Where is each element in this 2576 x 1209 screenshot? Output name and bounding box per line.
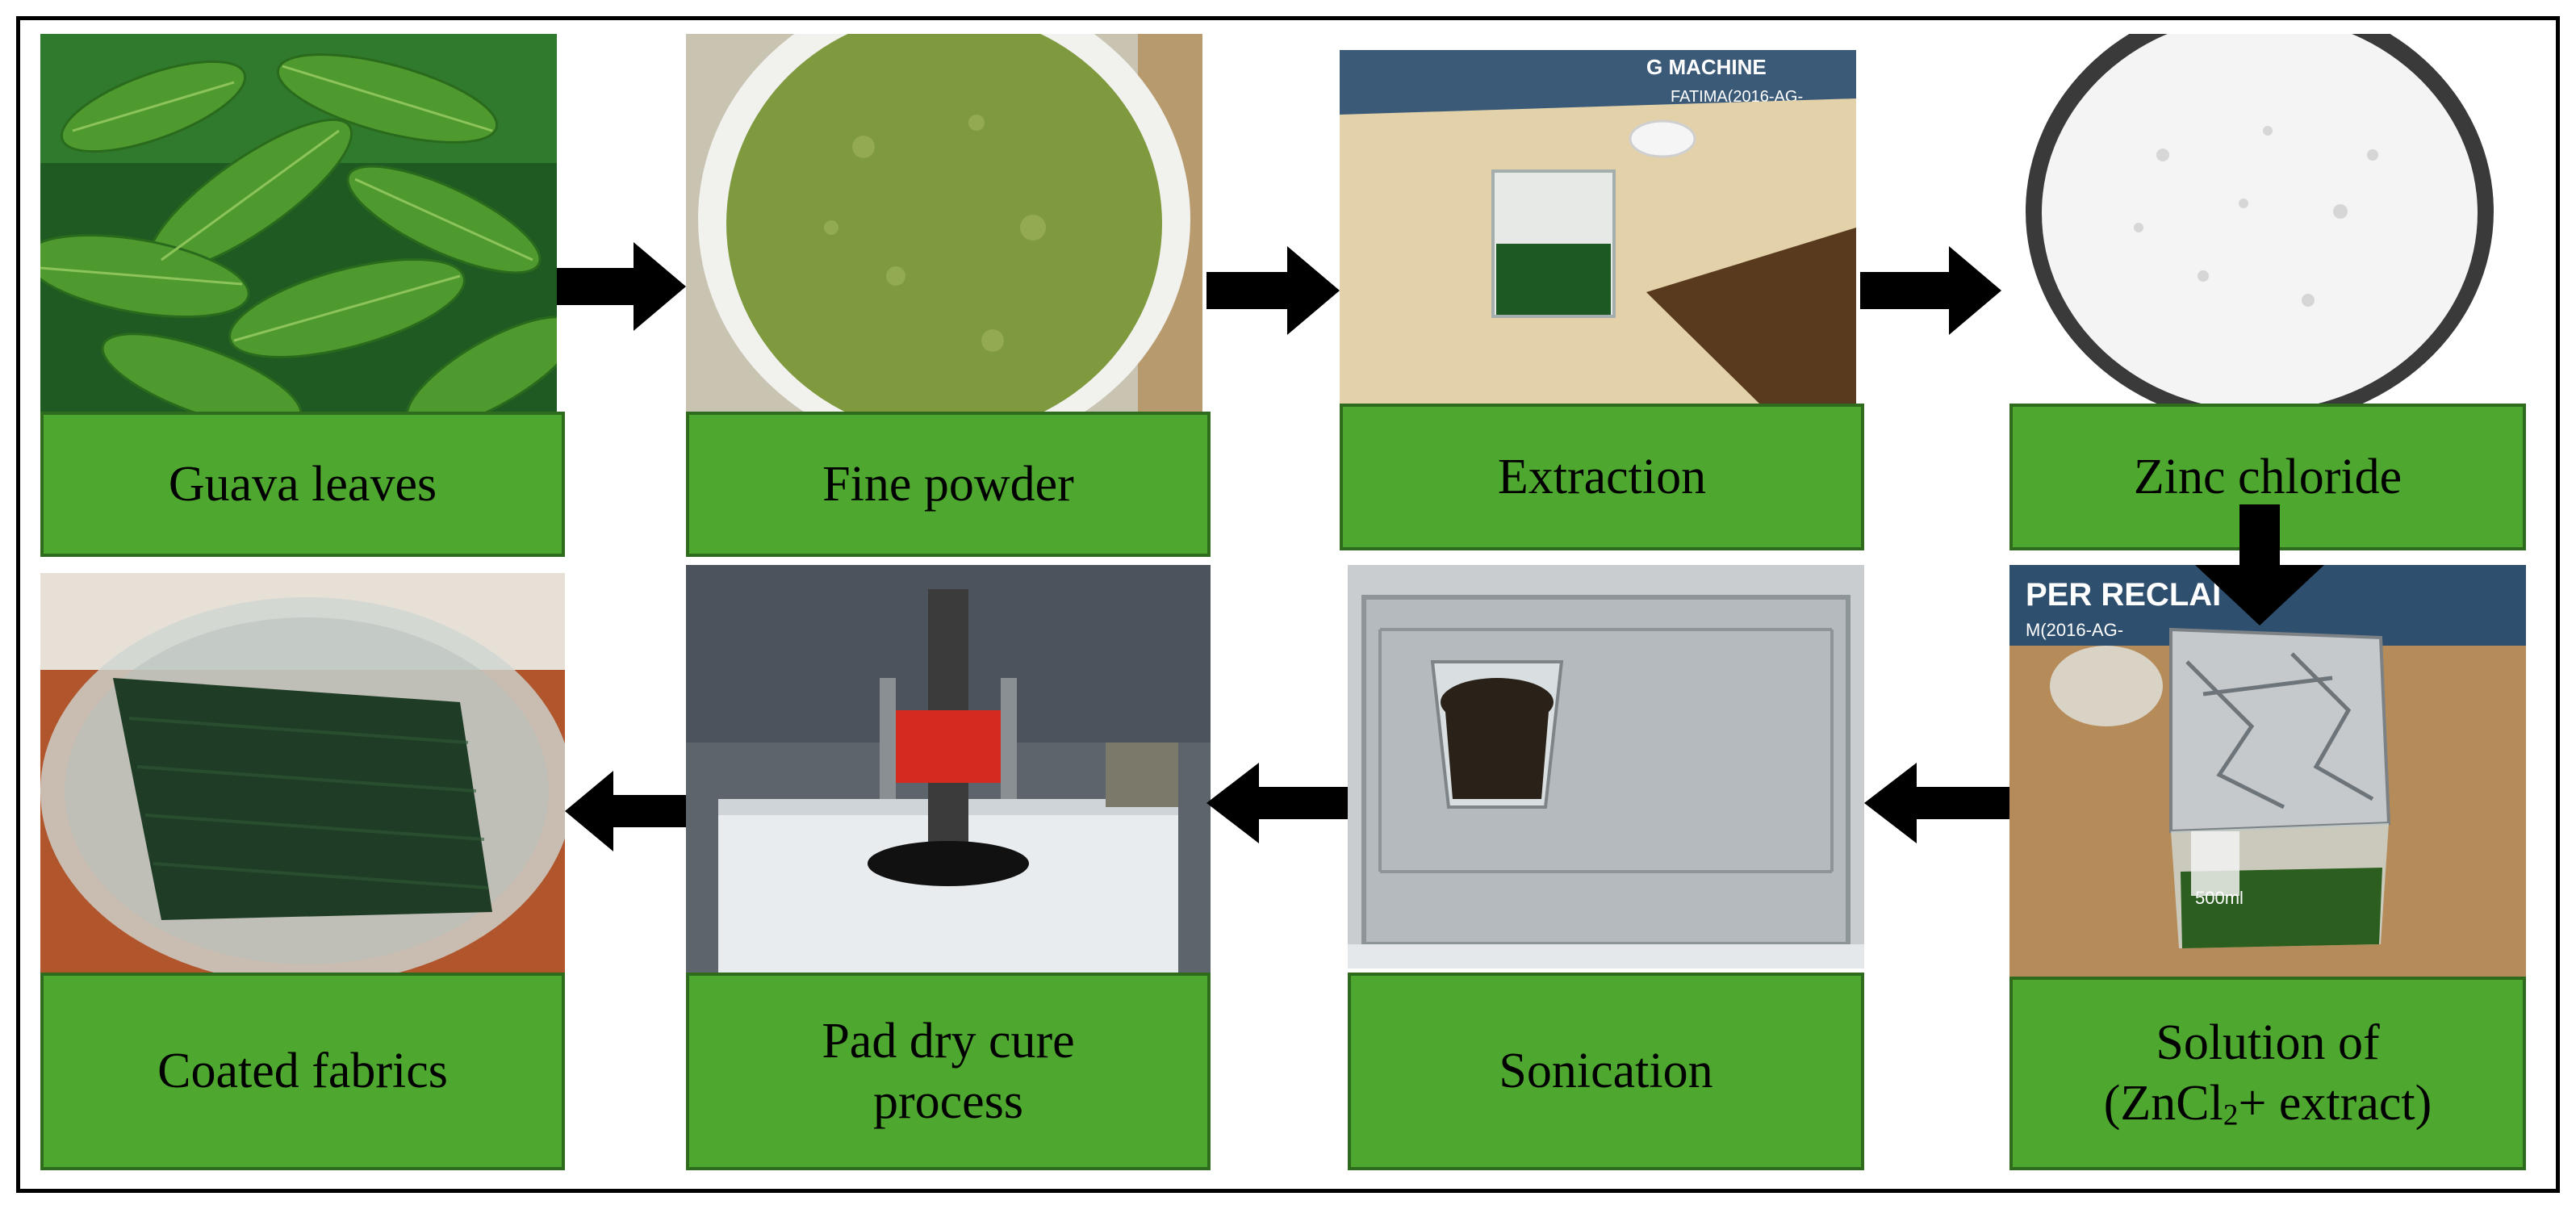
green-powder-photo bbox=[686, 34, 1202, 415]
padding-machine-photo bbox=[686, 565, 1211, 973]
arrow-right-3 bbox=[1860, 246, 2001, 335]
arrow-left-1 bbox=[1864, 763, 2009, 843]
ultrasonic-bath-photo bbox=[1348, 565, 1864, 968]
arrow-left-3 bbox=[565, 771, 686, 851]
label-solution: Solution of(ZnCl2+ extract) bbox=[2009, 977, 2526, 1170]
foil-covered-beaker-photo: PER RECLAI M(2016-AG- 500ml bbox=[2009, 565, 2526, 977]
guava-leaves-photo bbox=[40, 34, 557, 415]
arrow-left-2 bbox=[1206, 763, 1348, 843]
label-fine-powder: Fine powder bbox=[686, 412, 1211, 557]
label-sonication: Sonication bbox=[1348, 973, 1864, 1170]
zinc-chloride-dish-photo bbox=[2001, 34, 2518, 415]
extraction-sign-text: G MACHINE bbox=[1646, 55, 1767, 79]
figure-frame bbox=[16, 16, 2560, 1193]
arrow-down-1 bbox=[2195, 504, 2324, 625]
label-coated-fabrics: Coated fabrics bbox=[40, 973, 565, 1170]
label-extraction: Extraction bbox=[1340, 404, 1864, 550]
beaker-extract-photo: G MACHINE FATIMA(2016-AG- bbox=[1340, 50, 1856, 404]
coated-fabric-photo bbox=[40, 573, 565, 973]
arrow-right-1 bbox=[557, 242, 686, 331]
beaker-volume-mark: 500ml bbox=[2195, 888, 2244, 908]
label-guava-leaves: Guava leaves bbox=[40, 412, 565, 557]
beaker-sign-text: PER RECLAI bbox=[2026, 577, 2221, 613]
arrow-right-2 bbox=[1206, 246, 1340, 335]
beaker-sign-subtext: M(2016-AG- bbox=[2026, 620, 2123, 640]
